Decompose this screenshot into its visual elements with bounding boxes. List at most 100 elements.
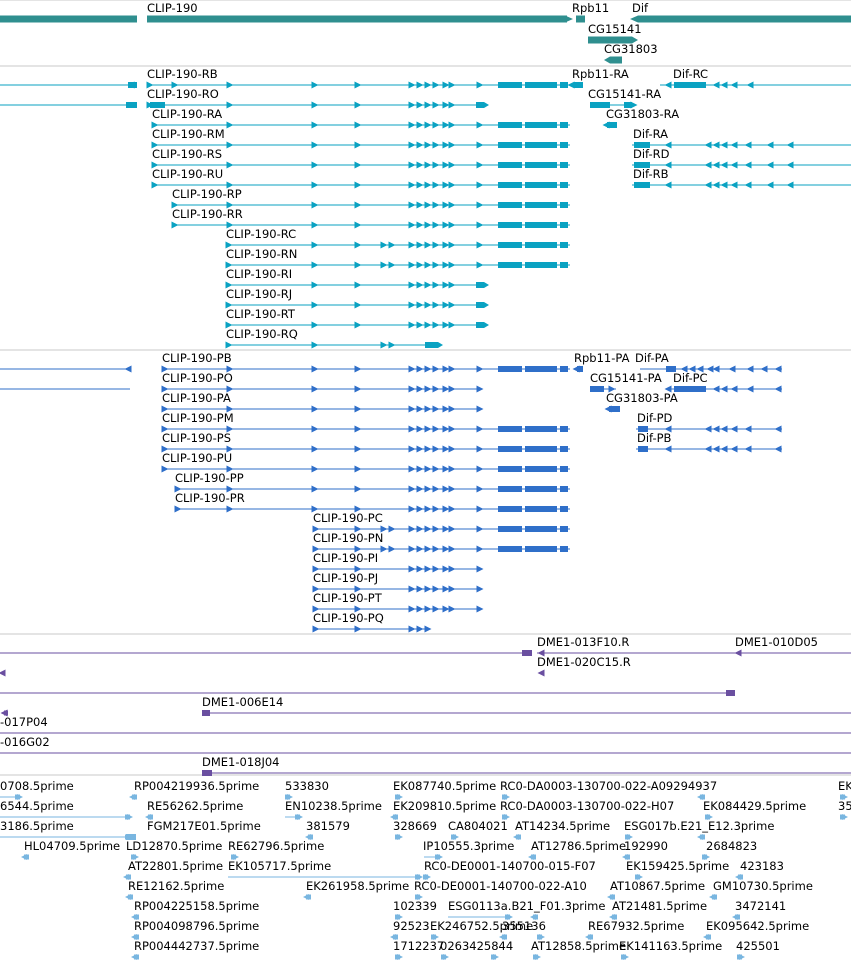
feature-label[interactable]: RE56262.5prime bbox=[147, 799, 244, 813]
feature-label[interactable]: ESG017b.E21_E12.3prime bbox=[624, 819, 775, 833]
feature-label[interactable]: CLIP-190-RN bbox=[226, 247, 298, 261]
feature-label[interactable]: 0263425844 bbox=[440, 939, 514, 953]
feature-label[interactable]: AT22801.5prime bbox=[128, 859, 224, 873]
feature-label[interactable]: 35 bbox=[838, 799, 851, 813]
feature-label[interactable]: CG31803-RA bbox=[606, 107, 680, 121]
feature-label[interactable]: ESG0113a.B21_F01.3prime bbox=[448, 899, 606, 913]
feature-label[interactable]: CA804021 bbox=[448, 819, 508, 833]
feature-label[interactable]: DME1-010D05 bbox=[735, 635, 818, 649]
feature-label[interactable]: EK095642.5prime bbox=[706, 919, 810, 933]
feature-label[interactable]: DME1-006E14 bbox=[202, 695, 284, 709]
feature-label[interactable]: RP004219936.5prime bbox=[134, 779, 260, 793]
feature-label[interactable]: EK209810.5prime bbox=[393, 799, 497, 813]
feature-label[interactable]: CLIP-190-PU bbox=[162, 451, 233, 465]
feature-label[interactable]: CLIP-190-RP bbox=[172, 187, 242, 201]
feature-label[interactable]: AT12786.5prime bbox=[531, 839, 627, 853]
feature-label[interactable]: AT14234.5prime bbox=[515, 819, 611, 833]
feature-label[interactable]: CLIP-190-RB bbox=[147, 67, 218, 81]
feature-label[interactable]: FGM217E01.5prime bbox=[147, 819, 261, 833]
feature-label[interactable]: CLIP-190-RJ bbox=[226, 287, 293, 301]
feature-label[interactable]: DME1-020C15.R bbox=[537, 655, 631, 669]
feature-label[interactable]: HL04709.5prime bbox=[24, 839, 121, 853]
feature-label[interactable]: CLIP-190-RM bbox=[152, 127, 225, 141]
feature-label[interactable]: CLIP-190-PN bbox=[313, 531, 384, 545]
feature-label[interactable]: 425501 bbox=[736, 939, 780, 953]
feature-label[interactable]: IP10555.3prime bbox=[423, 839, 515, 853]
feature-label[interactable]: AT10867.5prime bbox=[610, 879, 706, 893]
feature-label[interactable]: CLIP-190-RI bbox=[226, 267, 293, 281]
feature-label[interactable]: CLIP-190-PO bbox=[162, 371, 233, 385]
feature-label[interactable]: CLIP-190-PB bbox=[162, 351, 232, 365]
feature-label[interactable]: CLIP-190-PM bbox=[162, 411, 234, 425]
feature-label[interactable]: EK105717.5prime bbox=[228, 859, 332, 873]
feature-label[interactable]: 102339 bbox=[393, 899, 437, 913]
feature-label[interactable]: CG31803 bbox=[604, 42, 658, 56]
feature-label[interactable]: 192990 bbox=[624, 839, 668, 853]
feature-label[interactable]: RE62796.5prime bbox=[228, 839, 325, 853]
feature-label[interactable]: EK246752.5prime bbox=[430, 919, 534, 933]
feature-label[interactable]: CLIP-190-RU bbox=[152, 167, 224, 181]
feature-label[interactable]: EN10238.5prime bbox=[285, 799, 382, 813]
feature-label[interactable]: LD12870.5prime bbox=[126, 839, 223, 853]
feature-label[interactable]: Rpb11-PA bbox=[574, 351, 630, 365]
feature-label[interactable]: CLIP-190-PI bbox=[313, 551, 379, 565]
feature-label[interactable]: CLIP-190-RS bbox=[152, 147, 223, 161]
feature-label[interactable]: DME1-013F10.R bbox=[537, 635, 630, 649]
feature-label[interactable]: CLIP-190-PS bbox=[162, 431, 231, 445]
feature-label[interactable]: EK bbox=[838, 779, 851, 793]
feature-label[interactable]: Dif-RB bbox=[633, 167, 669, 181]
feature-label[interactable]: EK087740.5prime bbox=[393, 779, 497, 793]
feature-label[interactable]: AT21481.5prime bbox=[612, 899, 708, 913]
feature-label[interactable]: CLIP-190-PJ bbox=[313, 571, 379, 585]
feature-label[interactable]: 533830 bbox=[285, 779, 329, 793]
feature-label[interactable]: Dif-PA bbox=[635, 351, 669, 365]
feature-label[interactable]: CLIP-190-RR bbox=[172, 207, 243, 221]
feature-label[interactable]: Dif bbox=[632, 1, 649, 15]
feature-label[interactable]: CLIP-190 bbox=[147, 1, 198, 15]
feature-label[interactable]: RC0-DE0001-140700-022-A10 bbox=[414, 879, 587, 893]
feature-label[interactable]: 1712237 bbox=[393, 939, 445, 953]
feature-label[interactable]: 328669 bbox=[393, 819, 437, 833]
feature-label[interactable]: CLIP-190-RA bbox=[152, 107, 223, 121]
feature-label[interactable]: CLIP-190-PR bbox=[175, 491, 245, 505]
feature-label[interactable]: EK159425.5prime bbox=[626, 859, 730, 873]
feature-label[interactable]: CLIP-190-RO bbox=[147, 87, 219, 101]
feature-label[interactable]: CLIP-190-PC bbox=[313, 511, 383, 525]
feature-label[interactable]: EK084429.5prime bbox=[703, 799, 807, 813]
feature-label[interactable]: EK261958.5prime bbox=[306, 879, 410, 893]
feature-label[interactable]: -017P04 bbox=[0, 715, 48, 729]
feature-label[interactable]: 2684823 bbox=[706, 839, 758, 853]
feature-label[interactable]: CLIP-190-PT bbox=[313, 591, 382, 605]
feature-label[interactable]: -016G02 bbox=[0, 735, 50, 749]
feature-label[interactable]: RE12162.5prime bbox=[128, 879, 225, 893]
feature-label[interactable]: RP004442737.5prime bbox=[134, 939, 260, 953]
feature-label[interactable]: CLIP-190-PP bbox=[175, 471, 244, 485]
feature-label[interactable]: CG31803-PA bbox=[606, 391, 678, 405]
feature-label[interactable]: 3186.5prime bbox=[0, 819, 74, 833]
feature-label[interactable]: CG15141-PA bbox=[590, 371, 662, 385]
feature-label[interactable]: 423183 bbox=[740, 859, 784, 873]
feature-label[interactable]: Dif-RD bbox=[633, 147, 670, 161]
feature-label[interactable]: Dif-PB bbox=[637, 431, 672, 445]
feature-label[interactable]: 381579 bbox=[306, 819, 350, 833]
feature-label[interactable]: CG15141-RA bbox=[588, 87, 662, 101]
feature-label[interactable]: CLIP-190-RC bbox=[226, 227, 297, 241]
feature-label[interactable]: CLIP-190-RQ bbox=[226, 327, 298, 341]
feature-label[interactable]: 92523 bbox=[393, 919, 430, 933]
feature-label[interactable]: CLIP-190-PQ bbox=[313, 611, 384, 625]
feature-label[interactable]: RE67932.5prime bbox=[588, 919, 685, 933]
feature-label[interactable]: Dif-PC bbox=[673, 371, 708, 385]
feature-label[interactable]: AT12858.5prime bbox=[531, 939, 627, 953]
feature-label[interactable]: 355136 bbox=[502, 919, 546, 933]
feature-label[interactable]: Dif-RC bbox=[673, 67, 709, 81]
feature-label[interactable]: CLIP-190-PA bbox=[162, 391, 231, 405]
feature-label[interactable]: CG15141 bbox=[588, 22, 642, 36]
feature-label[interactable]: 0708.5prime bbox=[0, 779, 74, 793]
feature-label[interactable]: RC0-DA0003-130700-022-A09294937 bbox=[500, 779, 718, 793]
feature-label[interactable]: EK141163.5prime bbox=[619, 939, 723, 953]
feature-label[interactable]: 3472141 bbox=[735, 899, 787, 913]
feature-label[interactable]: RP004225158.5prime bbox=[134, 899, 260, 913]
feature-label[interactable]: RP004098796.5prime bbox=[134, 919, 260, 933]
feature-label[interactable]: DME1-018J04 bbox=[202, 755, 280, 769]
feature-label[interactable]: Rpb11 bbox=[572, 1, 610, 15]
